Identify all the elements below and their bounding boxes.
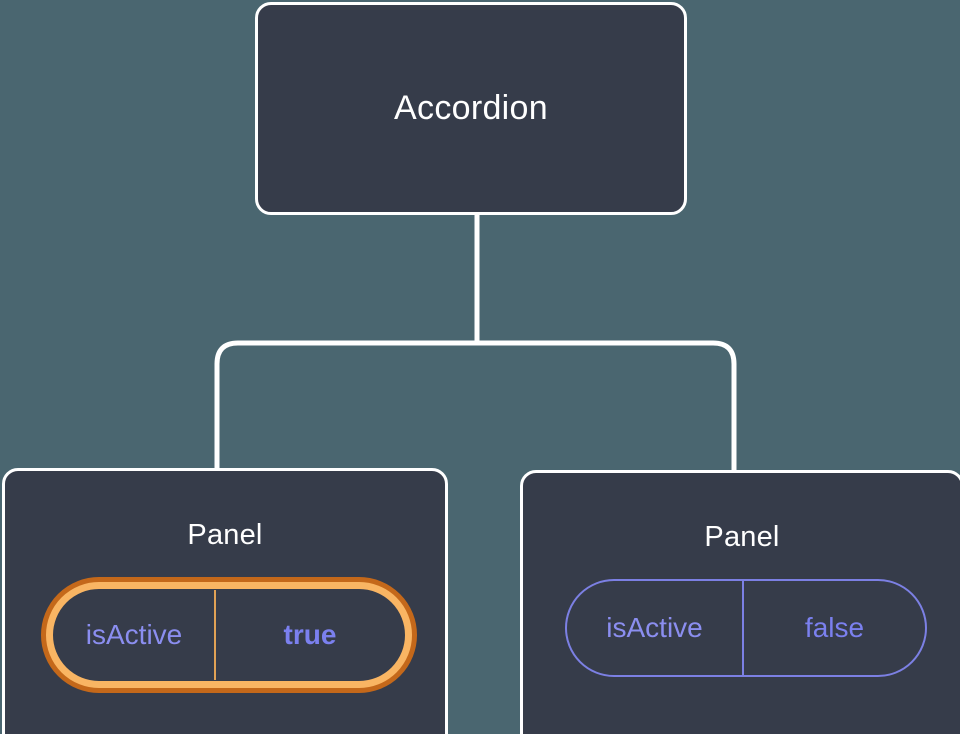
- prop-value: false: [742, 581, 925, 675]
- prop-pill-active-highlight: isActive true: [41, 577, 417, 693]
- node-panel-active-label: Panel: [187, 519, 263, 551]
- prop-pill-isactive-true[interactable]: isActive true: [54, 590, 404, 680]
- prop-value: true: [214, 590, 404, 680]
- edge-branch-bus: [214, 340, 737, 470]
- node-panel-inactive-label: Panel: [704, 521, 780, 553]
- prop-pill-isactive-false[interactable]: isActive false: [565, 579, 927, 677]
- highlight-ring-outer: [41, 577, 417, 693]
- highlight-ring-inner: [46, 582, 412, 688]
- node-accordion-label: Accordion: [394, 89, 548, 127]
- prop-key: isActive: [85, 619, 183, 650]
- node-accordion[interactable]: Accordion: [255, 2, 687, 215]
- node-panel-active[interactable]: Panel isActive true: [2, 468, 448, 734]
- node-panel-inactive[interactable]: Panel isActive false: [520, 470, 960, 734]
- prop-key: isActive: [606, 612, 703, 643]
